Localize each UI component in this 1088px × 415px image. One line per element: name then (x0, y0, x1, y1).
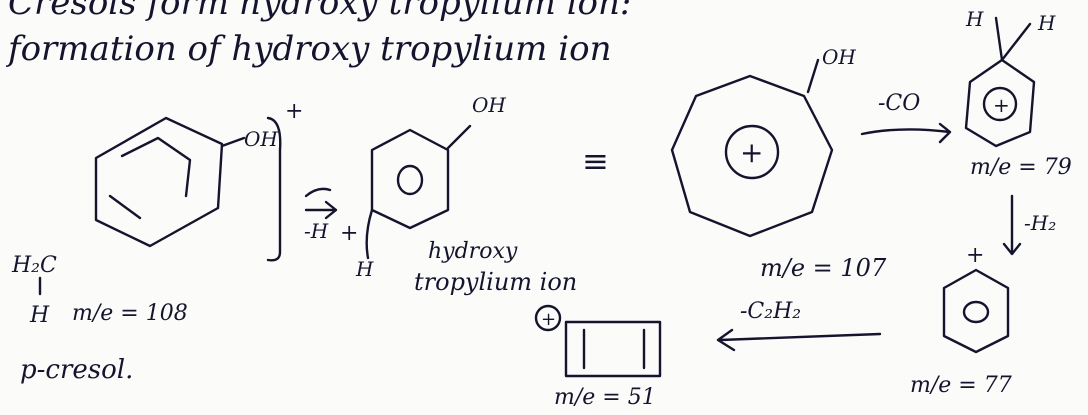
cresol-ch2-label: H₂C (11, 253, 57, 278)
cresol-charge: + (285, 99, 303, 124)
big-heptagon (670, 74, 834, 238)
loss-c2h2-arrow (716, 328, 882, 352)
fragment-79-bond-right (1000, 22, 1032, 62)
fragment-79-h-left: H (965, 7, 984, 31)
tropylium-ring-circle (396, 164, 424, 196)
big-heptagon-circle (724, 124, 780, 180)
cresol-structure: OH + H₂C H m/e = 108 p-cresol. (11, 99, 303, 385)
fragment-79: + H H m/e = 79 (964, 7, 1072, 180)
loss-h2-head (1002, 242, 1022, 256)
cresol-inner-bond (108, 194, 142, 220)
arrow-loss-co: -CO (860, 91, 952, 144)
header-line1: Cresols form hydroxy tropylium ion: (8, 0, 631, 23)
tropylium-oh-label: OH (472, 93, 506, 117)
fragment-79-mz: m/e = 79 (970, 155, 1072, 180)
arrow-loss-h: -H + (304, 187, 358, 246)
loss-h-arrow (304, 187, 338, 220)
big-mz: m/e = 107 (760, 254, 887, 282)
cresol-h-label: H (29, 303, 50, 328)
cresol-bracket (266, 116, 282, 262)
tropylium-oh-bond (446, 124, 472, 150)
equivalent-sign: ≡ (582, 142, 609, 180)
big-heptagon-charge: + (740, 136, 763, 169)
cresol-name: p-cresol. (20, 355, 133, 385)
cresol-oh-label: OH (244, 127, 278, 151)
big-oh-bond (806, 58, 820, 94)
tropylium-name-2: tropylium ion (414, 268, 577, 296)
fragment-77-hexagon (942, 268, 1010, 354)
cresol-hexagon (94, 116, 224, 248)
hydroxy-tropylium-ring: OH H hydroxy tropylium ion (355, 93, 577, 296)
loss-h-label: -H (304, 219, 329, 243)
fragment-79-h-right: H (1037, 11, 1056, 35)
fragment-51-rect (564, 320, 662, 378)
fragment-51-mz: m/e = 51 (554, 385, 656, 410)
loss-co-label: -CO (878, 91, 920, 116)
header-line2: formation of hydroxy tropylium ion (5, 29, 611, 69)
fragment-77: + m/e = 77 (910, 243, 1012, 398)
tropylium-h-label: H (355, 257, 374, 281)
tropylium-name-1: hydroxy (428, 239, 518, 264)
fragment-79-bond-left (994, 16, 1004, 62)
loss-co-arrow (860, 122, 952, 144)
fragment-51-charge-circle (534, 304, 562, 332)
tropylium-ring-hexagon (370, 128, 450, 230)
arrow-loss-c2h2: -C₂H₂ (716, 299, 882, 352)
loss-h2-label: -H₂ (1024, 211, 1056, 235)
cresol-inner-bond-arc (120, 136, 192, 198)
fragment-79-charge: + (993, 93, 1010, 117)
fragment-79-circle (982, 86, 1018, 122)
fragment-51: + m/e = 51 (534, 304, 662, 410)
fragment-77-charge: + (966, 243, 984, 268)
cresol-mz: m/e = 108 (72, 301, 188, 326)
big-oh-label: OH (822, 45, 856, 69)
loss-c2h2-label: -C₂H₂ (740, 299, 801, 324)
fragment-51-charge: + (541, 309, 556, 330)
arrow-loss-h2: -H₂ (1002, 194, 1056, 256)
fragment-77-circle (962, 300, 990, 324)
tropylium-ch-bond (365, 208, 374, 260)
loss-h-plus: + (340, 221, 358, 246)
hydroxy-tropylium-heptagon: + OH m/e = 107 (670, 45, 887, 282)
cresol-oh-bond (220, 136, 246, 148)
fragment-77-mz: m/e = 77 (910, 373, 1012, 398)
